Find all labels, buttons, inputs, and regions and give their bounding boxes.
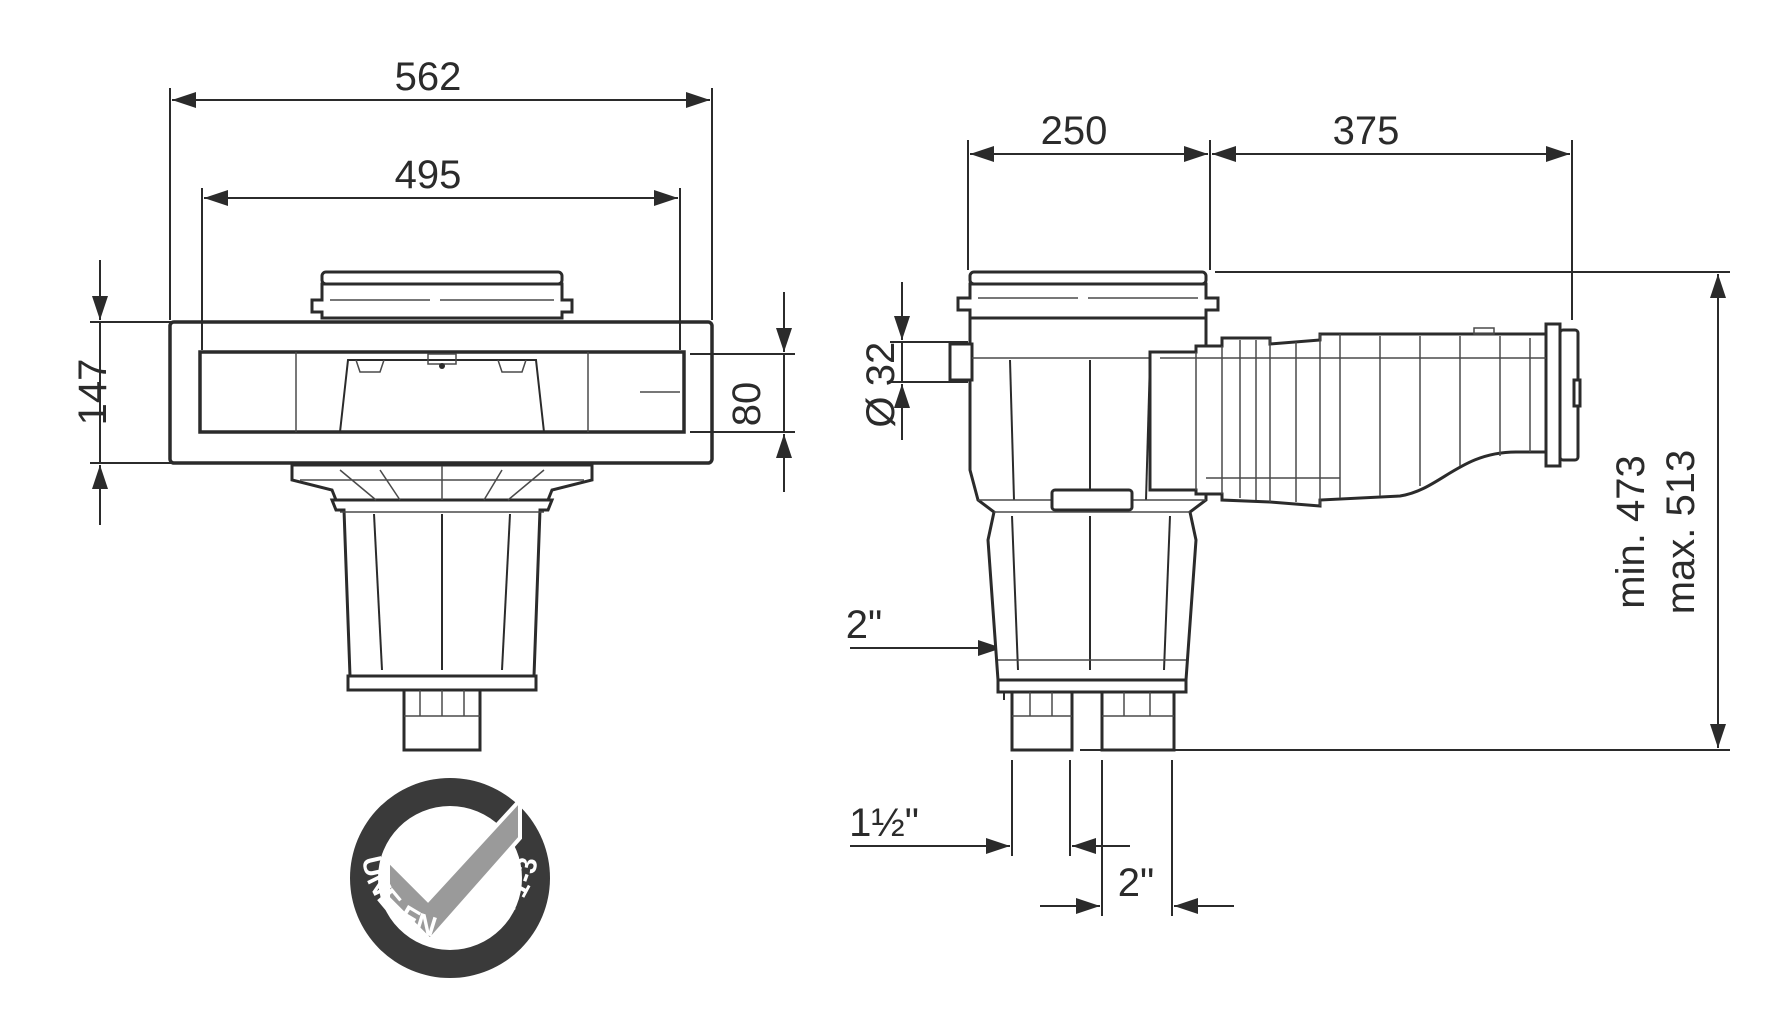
side-lid (956, 270, 1220, 320)
dimension-extension-length: 375 (1212, 109, 1573, 320)
dimension-label-250: 250 (1041, 109, 1108, 153)
dimension-label-min: min. 473 (1609, 455, 1653, 608)
front-view: 562 495 147 80 (71, 55, 795, 978)
side-view: 250 375 32 Ø min. 473 max. 513 (846, 109, 1730, 916)
dimension-fitting-mid: 1½" (849, 760, 1130, 856)
dimension-inlet-diameter: 32 Ø (859, 282, 968, 440)
front-lid (310, 270, 574, 320)
dimension-height: 147 (71, 260, 172, 525)
front-faceplate (168, 320, 714, 465)
check-icon (386, 794, 522, 943)
diameter-symbol: Ø (859, 396, 903, 427)
dimension-label-375: 375 (1333, 109, 1400, 153)
dimension-label-80: 80 (725, 382, 769, 427)
dimension-mouth-height: 80 (690, 292, 795, 492)
dimension-label-2in-top: 2" (846, 603, 882, 647)
dimension-label-1-5in: 1½" (849, 801, 919, 845)
dimension-inner-width: 495 (201, 153, 681, 350)
front-basket-body (290, 463, 594, 752)
dimension-label-max: max. 513 (1659, 450, 1703, 615)
dimension-fitting-bottom: 2" (1040, 760, 1234, 916)
side-throat-extension (1148, 322, 1582, 508)
dimension-body-width: 250 (967, 109, 1211, 270)
dimension-label-2in-bottom: 2" (1118, 861, 1154, 905)
side-body (948, 316, 1208, 752)
dimension-total-height: min. 473 max. 513 (1080, 271, 1730, 751)
certification-badge: UNE-EN 13451-1-3 (350, 778, 550, 978)
dimension-overall-width: 562 (169, 55, 713, 320)
dimension-label-562: 562 (395, 55, 462, 99)
dimension-label-495: 495 (395, 153, 462, 197)
dimension-label-32: 32 (859, 342, 903, 387)
dimension-label-147: 147 (71, 359, 115, 426)
